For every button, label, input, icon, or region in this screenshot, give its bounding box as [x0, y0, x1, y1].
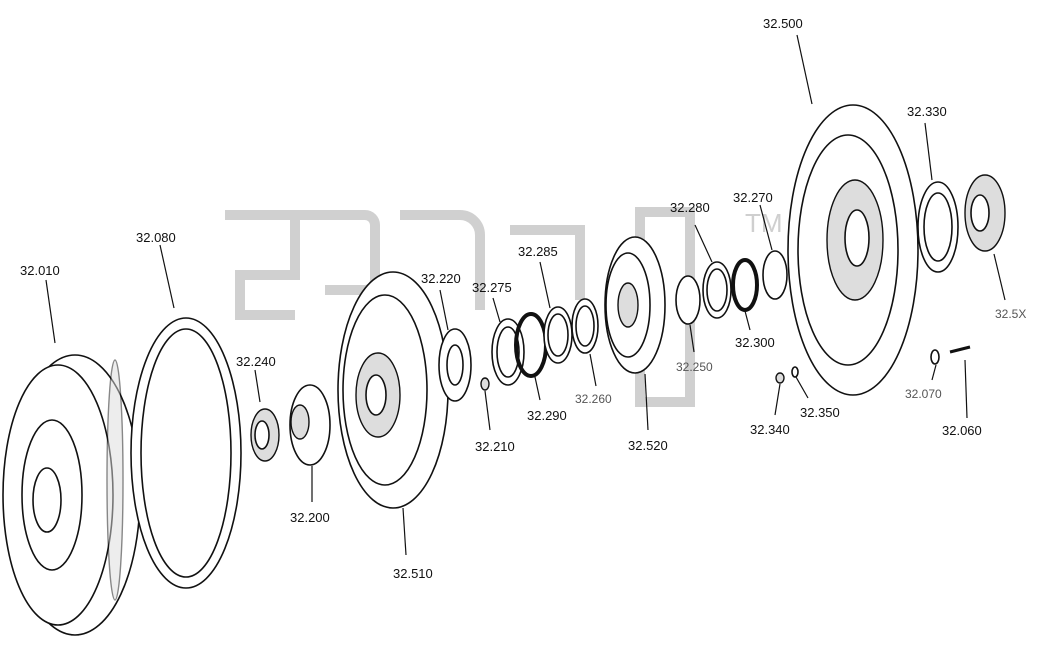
- label-32-290: 32.290: [527, 408, 567, 423]
- label-32-285: 32.285: [518, 244, 558, 259]
- label-32-300: 32.300: [735, 335, 775, 350]
- part-32-520-stator: [604, 236, 666, 374]
- label-32-520: 32.520: [628, 438, 668, 453]
- leader-lines: [45, 34, 1006, 556]
- part-32-340-bolt: [775, 372, 785, 384]
- label-32-350: 32.350: [800, 405, 840, 420]
- part-32-010-flywheel: [2, 354, 141, 636]
- part-32-300-ring: [731, 258, 759, 312]
- part-32-080-gasket: [130, 317, 242, 589]
- label-32-510: 32.510: [393, 566, 433, 581]
- label-32-330: 32.330: [907, 104, 947, 119]
- part-32-250-ring: [675, 275, 701, 325]
- label-32-060: 32.060: [942, 423, 982, 438]
- label-32-280: 32.280: [670, 200, 710, 215]
- label-32-250: 32.250: [676, 360, 713, 374]
- label-32-5x: 32.5X: [995, 307, 1026, 321]
- part-labels: 32.010 32.080 32.240 32.200 32.510 32.22…: [20, 16, 1026, 581]
- watermark: TM: [225, 207, 783, 407]
- label-32-210: 32.210: [475, 439, 515, 454]
- label-32-275: 32.275: [472, 280, 512, 295]
- part-32-280-ring: [702, 261, 732, 319]
- part-32-5x-hub: [964, 174, 1006, 252]
- label-32-070: 32.070: [905, 387, 942, 401]
- label-32-260: 32.260: [575, 392, 612, 406]
- part-32-350-washer: [791, 366, 799, 378]
- label-32-010: 32.010: [20, 263, 60, 278]
- label-32-240: 32.240: [236, 354, 276, 369]
- part-32-270-ring: [762, 250, 788, 300]
- part-32-210-screw: [480, 377, 490, 391]
- part-32-070-washer: [930, 349, 940, 365]
- part-32-510-turbine: [337, 271, 449, 509]
- label-32-200: 32.200: [290, 510, 330, 525]
- part-32-200-flange: [289, 384, 331, 466]
- part-32-285-ring: [543, 306, 573, 364]
- label-32-220: 32.220: [421, 271, 461, 286]
- part-32-240-hub: [250, 408, 280, 462]
- label-32-500: 32.500: [763, 16, 803, 31]
- part-32-060-bolt: [949, 345, 971, 354]
- part-32-330-gasket: [917, 181, 959, 273]
- part-32-260-ring: [571, 298, 599, 354]
- label-32-340: 32.340: [750, 422, 790, 437]
- watermark-tm: TM: [745, 208, 783, 238]
- part-32-500-impeller: [787, 104, 919, 396]
- part-32-220-bearing: [438, 328, 472, 402]
- label-32-080: 32.080: [136, 230, 176, 245]
- label-32-270: 32.270: [733, 190, 773, 205]
